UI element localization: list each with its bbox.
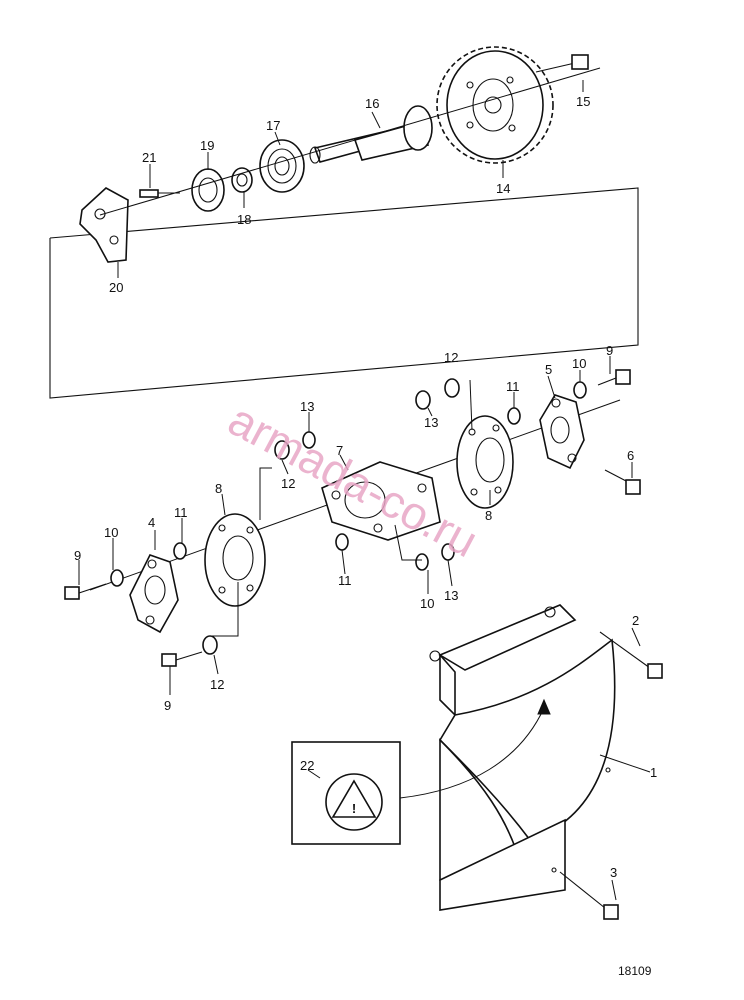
callout-16: 16 (365, 96, 379, 111)
callout-11-bottom: 11 (338, 573, 352, 588)
warning-symbol: ! (352, 801, 356, 816)
callout-21: 21 (142, 150, 156, 165)
housing-7 (321, 461, 441, 541)
flange-plate-8-right (456, 415, 514, 509)
callout-15: 15 (576, 94, 590, 109)
shaft-16 (309, 105, 433, 164)
callout-12-top: 12 (444, 350, 458, 365)
upper-assembly-frame (49, 187, 639, 399)
callout-10-left: 10 (104, 525, 118, 540)
callout-11-right: 11 (506, 379, 520, 394)
callout-8-right: 8 (485, 508, 492, 523)
callout-20: 20 (109, 280, 123, 295)
callout-9-bottom: 9 (164, 698, 171, 713)
callout-12-bottom: 12 (210, 677, 224, 692)
bolt-2 (599, 631, 663, 679)
small-bolts-and-washers (64, 369, 641, 667)
callout-2: 2 (632, 613, 639, 628)
bolt-3 (559, 871, 619, 920)
callout-19: 19 (200, 138, 214, 153)
callout-10-bottom: 10 (420, 596, 434, 611)
callout-3: 3 (610, 865, 617, 880)
bearing-cap-4 (129, 554, 179, 634)
drawing-reference-number: 18109 (618, 964, 652, 978)
callout-9-left: 9 (74, 548, 81, 563)
callout-13-left: 13 (300, 399, 314, 414)
callout-14: 14 (496, 181, 510, 196)
callout-13-top: 13 (424, 415, 438, 430)
callout-5: 5 (545, 362, 552, 377)
bearing-19 (191, 168, 225, 212)
flange-plate-8-left (204, 513, 266, 607)
leader-lines (78, 80, 651, 901)
callout-18: 18 (237, 212, 251, 227)
bearing-cap-5 (539, 394, 585, 470)
warning-box-22 (291, 741, 401, 845)
callout-4: 4 (148, 515, 155, 530)
bracket-20 (79, 187, 129, 263)
spacer-ring-18 (231, 167, 253, 193)
callout-17: 17 (266, 118, 280, 133)
callout-13-bottom: 13 (444, 588, 458, 603)
callout-10-right: 10 (572, 356, 586, 371)
callout-8-left: 8 (215, 481, 222, 496)
cover-1 (429, 604, 616, 911)
callout-1: 1 (650, 765, 657, 780)
callout-7: 7 (336, 443, 343, 458)
sprocket-gear-14 (436, 46, 554, 164)
callout-11-left: 11 (174, 505, 188, 520)
callout-22: 22 (300, 758, 314, 773)
callout-9-right: 9 (606, 343, 613, 358)
arrow-indicator (399, 698, 551, 799)
callout-12-left: 12 (281, 476, 295, 491)
screw-15 (535, 54, 589, 73)
callout-6: 6 (627, 448, 634, 463)
